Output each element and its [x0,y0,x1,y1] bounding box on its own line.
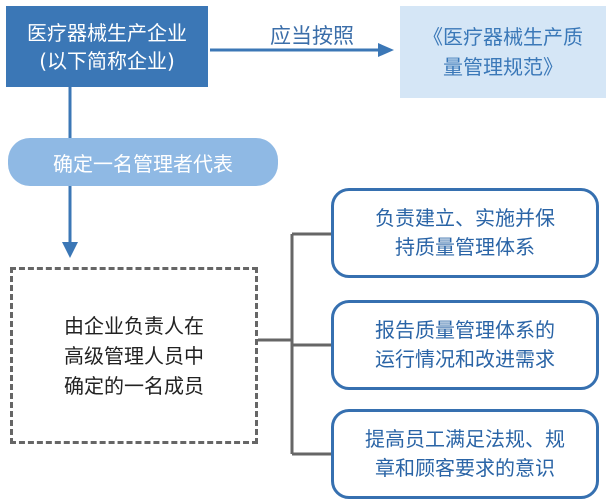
member-box: 由企业负责人在 高级管理人员中 确定的一名成员 [10,267,258,444]
duty-box-report-operation: 报告质量管理体系的 运行情况和改进需求 [331,300,599,390]
standard-line-2: 量管理规范》 [443,55,563,79]
member-line-3: 确定的一名成员 [64,373,204,398]
duty-3-line-1: 提高员工满足法规、规 [365,427,565,451]
duty-1-line-2: 持质量管理体系 [395,235,535,259]
duty-box-raise-awareness: 提高员工满足法规、规 章和顾客要求的意识 [331,409,599,499]
standard-box: 《医疗器械生产质 量管理规范》 [400,6,606,98]
member-line-2: 高级管理人员中 [64,343,204,368]
representative-box: 确定一名管理者代表 [8,138,278,186]
duty-2-line-2: 运行情况和改进需求 [375,347,555,371]
duty-1-line-1: 负责建立、实施并保 [375,206,555,230]
enterprise-box: 医疗器械生产企业 (以下简称企业) [6,6,208,87]
relation-label: 应当按照 [270,24,354,48]
arrow-to-member [62,186,78,258]
enterprise-line-2: (以下简称企业) [39,48,175,73]
bracket-connector [258,232,331,456]
arrow-to-standard [210,43,394,57]
standard-line-1: 《医疗器械生产质 [423,25,583,49]
duty-2-line-1: 报告质量管理体系的 [375,318,555,342]
member-line-1: 由企业负责人在 [64,313,204,338]
enterprise-line-1: 医疗器械生产企业 [27,20,187,45]
duty-3-line-2: 章和顾客要求的意识 [375,456,555,480]
duty-box-establish-system: 负责建立、实施并保 持质量管理体系 [331,188,599,278]
